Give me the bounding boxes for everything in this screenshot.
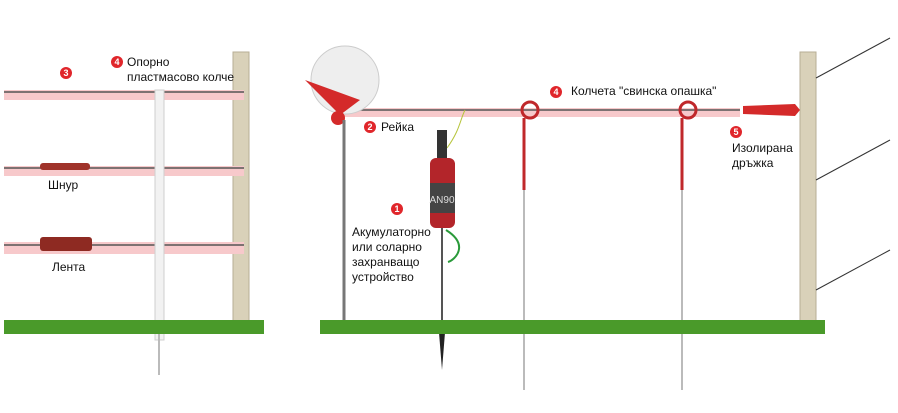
reel-label: Рейка: [381, 120, 414, 134]
svg-text:3: 3: [63, 68, 68, 78]
svg-text:1: 1: [394, 204, 399, 214]
svg-text:4: 4: [114, 57, 119, 67]
grass-left: [4, 320, 264, 334]
handle-label-2: дръжка: [732, 156, 774, 170]
energizer-label-1: Акумулаторно: [352, 225, 431, 239]
pigtail-label: Колчета "свинска опашка": [571, 84, 716, 98]
badge-1: [391, 203, 403, 215]
svg-text:5: 5: [733, 127, 738, 137]
cord-sample: [40, 163, 90, 170]
energizer-label-4: устройство: [352, 270, 414, 284]
svg-text:4: 4: [553, 87, 558, 97]
wooden-post-right: [799, 51, 817, 328]
device-model: AN90: [429, 195, 454, 206]
post-label-1: Опорно: [127, 55, 170, 69]
handle-label-1: Изолирана: [732, 141, 793, 155]
svg-text:2: 2: [367, 122, 372, 132]
badge-3: [60, 67, 72, 79]
pigtail-post-2: [678, 100, 698, 390]
wires-left: [4, 90, 244, 254]
badge-5: [730, 126, 742, 138]
grass-right: [320, 320, 825, 334]
tape-label: Лента: [52, 260, 86, 274]
tape-glow: [340, 108, 740, 117]
badge-4-post: [111, 56, 123, 68]
pigtail-post-1: [520, 100, 540, 390]
energizer-label-3: захранващо: [352, 255, 420, 269]
post-label-2: пластмасово колче: [127, 70, 234, 84]
left-fence: [4, 51, 264, 375]
badge-4-pigtail: [550, 86, 562, 98]
badge-2: [364, 121, 376, 133]
right-fence: AN90: [305, 37, 891, 390]
plastic-post: [154, 89, 165, 375]
reel-icon: [305, 45, 380, 334]
cord-label: Шнур: [48, 178, 78, 192]
energizer-label-2: или соларно: [352, 240, 422, 254]
tape-sample: [40, 237, 92, 251]
insulated-handle-icon: [743, 104, 800, 116]
